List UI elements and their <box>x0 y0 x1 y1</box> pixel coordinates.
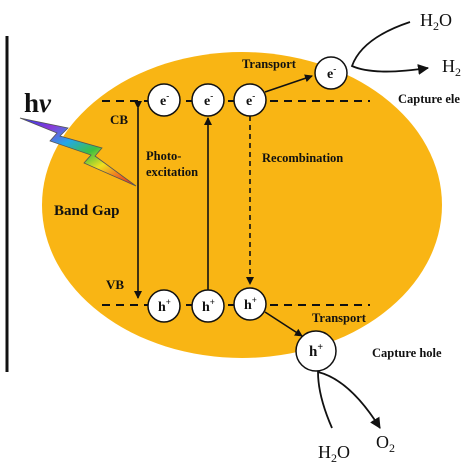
light-symbol: hv <box>24 88 52 118</box>
vb-label: VB <box>106 277 124 292</box>
hole-3: h+ <box>233 287 267 321</box>
svg-text:e-: e- <box>327 64 336 82</box>
transport-top-label: Transport <box>242 57 297 71</box>
band-gap-label: Band Gap <box>54 203 119 219</box>
svg-text:h+: h+ <box>202 297 215 315</box>
oxidation-reaction-curve <box>317 370 381 429</box>
svg-text:e-: e- <box>246 91 255 109</box>
hole-transport-arrow <box>264 311 303 337</box>
electron-3: e- <box>233 83 267 117</box>
svg-text:e-: e- <box>160 91 169 109</box>
svg-text:h+: h+ <box>158 297 171 315</box>
recombination-label: Recombination <box>262 151 343 165</box>
semiconductor-particle <box>42 52 442 358</box>
svg-text:h+: h+ <box>244 295 257 313</box>
svg-text:h+: h+ <box>309 342 323 360</box>
surface-hole: h+ <box>295 330 337 372</box>
reduction-reaction-curve <box>350 21 429 75</box>
photo-excitation-label: Photo- excitation <box>146 149 198 179</box>
h2o-top-label: H2O <box>420 10 452 33</box>
svg-text:e-: e- <box>204 91 213 109</box>
surface-electron: e- <box>314 56 348 90</box>
capture-hole-label: Capture hole <box>372 346 442 360</box>
capture-electron-label: Capture ele <box>398 92 460 106</box>
transport-bottom-label: Transport <box>312 311 367 325</box>
h2o-bottom-label: H2O <box>318 442 350 465</box>
electron-2: e- <box>191 83 225 117</box>
electron-1: e- <box>147 83 181 117</box>
cb-label: CB <box>110 112 128 127</box>
electron-transport-arrow <box>264 74 313 93</box>
h2-label: H2 <box>442 56 461 79</box>
hole-1: h+ <box>147 289 181 323</box>
hole-2: h+ <box>191 289 225 323</box>
o2-label: O2 <box>376 432 395 455</box>
